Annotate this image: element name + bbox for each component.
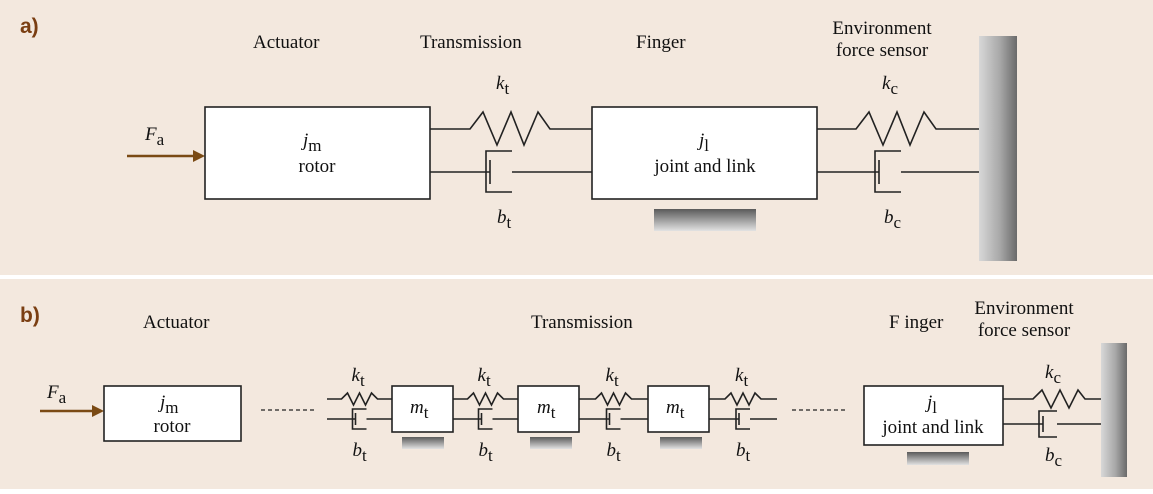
panel-b-transmission-spring: [709, 391, 777, 407]
panel-a-bt-label: bt: [497, 207, 512, 232]
panel-b-rotor-symbol: jm: [157, 392, 179, 417]
panel-b-transmission-spring: [579, 391, 648, 407]
panel-b-rotor-box: [103, 385, 242, 442]
panel-a-kc-label: kc: [882, 73, 898, 98]
panel-b-kt-label: kt: [735, 365, 748, 390]
panel-b-kt-label: kt: [352, 365, 365, 390]
panel-b-header-finger: F inger: [889, 312, 944, 333]
panel-b-mass-3-ground: [660, 437, 702, 449]
panel-a-transmission-damper: [430, 150, 592, 193]
panel-a-header-force-sensor: force sensor: [836, 40, 929, 61]
panel-b-finger-label: joint and link: [881, 417, 984, 438]
panel-b-force-label: Fa: [46, 382, 67, 407]
panel-a-label: a): [20, 15, 39, 38]
panel-a-force-label: Fa: [144, 124, 165, 149]
panel-a-finger-label: joint and link: [653, 156, 756, 177]
panel-b-header-actuator: Actuator: [143, 312, 210, 333]
panel-a-contact-spring: [817, 109, 979, 148]
panel-b-header-transmission: Transmission: [531, 312, 633, 333]
panel-b-kt-label: kt: [478, 365, 491, 390]
panel-b-finger-box: [863, 385, 1004, 446]
panel-b-mass-2-label: mt: [537, 397, 556, 422]
panel-b-mass-2: [517, 385, 580, 433]
panel-b-bt-label: bt: [479, 440, 494, 465]
panel-b-transmission-damper: [327, 408, 392, 430]
panel-a-header-environment: Environment: [832, 18, 932, 39]
panel-a: a) Actuator Transmission Finger Environm…: [20, 15, 1017, 261]
panel-a-kt-label: kt: [496, 73, 509, 98]
panel-b-contact-damper: [1003, 410, 1101, 438]
panel-b-contact-spring: [1003, 388, 1101, 410]
panel-b-spring-damper-unit: kt bt: [453, 365, 518, 465]
panel-a-rotor-symbol: jm: [300, 130, 322, 155]
panel-b-transmission-spring: [453, 391, 518, 407]
panel-b-mass-1-ground: [402, 437, 444, 449]
panel-b-environment-wall: [1101, 343, 1127, 477]
panel-b-mass-2-ground: [530, 437, 572, 449]
panel-b-transmission-damper: [579, 408, 648, 430]
panel-a-finger-box: [591, 106, 818, 200]
panel-a-finger-ground: [654, 209, 756, 231]
panel-b-label: b): [20, 304, 40, 327]
panel-b-finger-symbol: jl: [924, 392, 937, 417]
panel-a-environment-wall: [979, 36, 1017, 261]
panel-b-header-force-sensor: force sensor: [978, 320, 1071, 341]
panel-a-rotor-label: rotor: [299, 156, 337, 177]
panel-b-bc-label: bc: [1045, 445, 1063, 470]
panel-b-bt-label: bt: [353, 440, 368, 465]
panel-b-rotor-label: rotor: [154, 416, 192, 437]
panel-a-header-actuator: Actuator: [253, 32, 320, 53]
panel-b-mass-1-label: mt: [410, 397, 429, 422]
panel-b-header-environment: Environment: [974, 298, 1074, 319]
panel-b-transmission-spring: [327, 391, 392, 407]
panel-b-bt-label: bt: [607, 440, 622, 465]
panel-a-force-arrow: [127, 150, 205, 162]
panel-b: b) Actuator Transmission F inger Environ…: [20, 298, 1127, 477]
panel-b-spring-damper-units: kt bt kt bt kt bt kt bt: [327, 365, 777, 465]
panel-b-spring-damper-unit: kt bt: [327, 365, 392, 465]
panel-b-finger-ground: [907, 452, 969, 465]
panel-b-bt-label: bt: [736, 440, 751, 465]
panel-b-mass-3-label: mt: [666, 397, 685, 422]
panel-a-bc-label: bc: [884, 207, 902, 232]
panel-a-header-finger: Finger: [636, 32, 686, 53]
panel-a-contact-damper: [817, 150, 979, 193]
panel-b-kt-label: kt: [606, 365, 619, 390]
panel-a-header-transmission: Transmission: [420, 32, 522, 53]
panel-b-spring-damper-unit: kt bt: [579, 365, 648, 465]
panel-b-mass-1: [391, 385, 454, 433]
panel-b-spring-damper-unit: kt bt: [709, 365, 777, 465]
panel-b-mass-3: [647, 385, 710, 433]
panel-a-finger-symbol: jl: [696, 130, 709, 155]
panel-b-transmission-damper: [453, 408, 518, 430]
panel-b-transmission-damper: [709, 408, 777, 430]
panel-a-transmission-spring: [430, 109, 592, 148]
panel-b-kc-label: kc: [1045, 362, 1061, 387]
panel-b-force-arrow: [40, 405, 104, 417]
panel-a-rotor-box: [204, 106, 431, 200]
